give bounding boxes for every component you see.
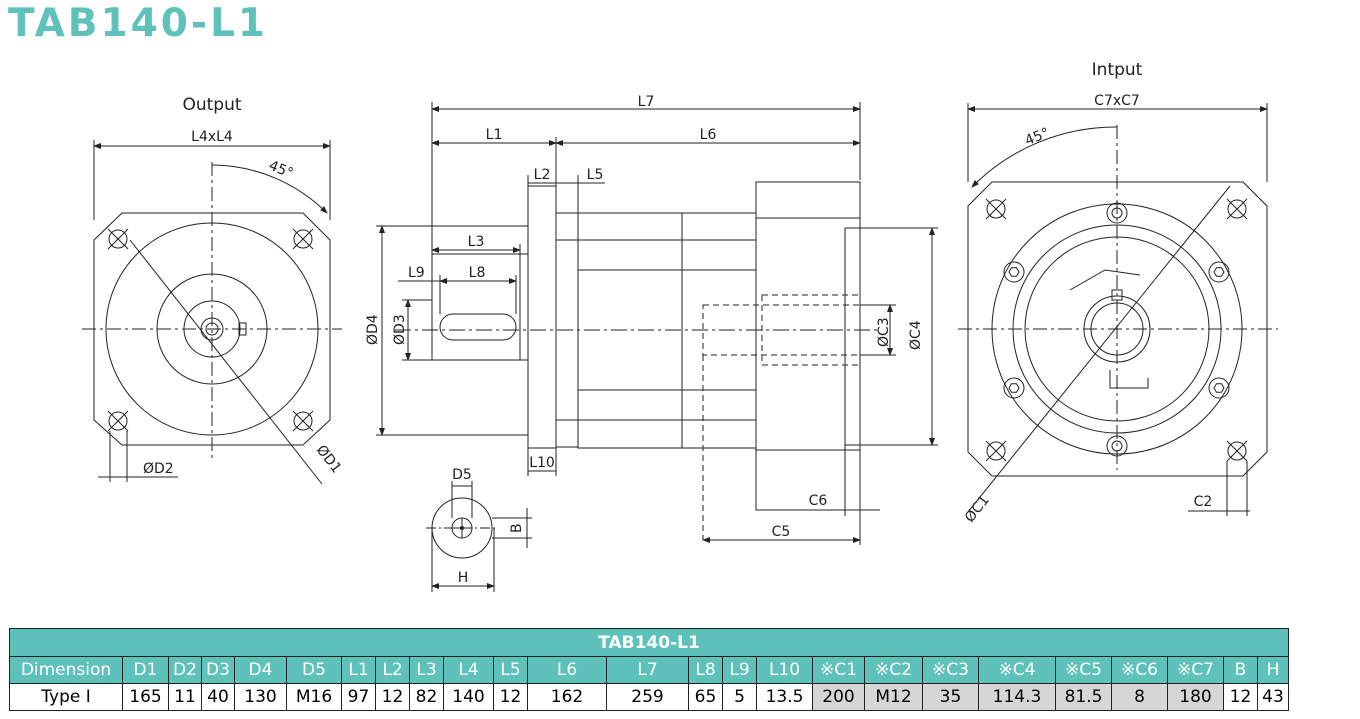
- table-header-cell: D5: [286, 656, 342, 684]
- table-header-cell: D4: [234, 656, 287, 684]
- table-header-cell: ※C2: [864, 656, 923, 684]
- table-cell: 82: [409, 683, 444, 711]
- table-header-cell: ※C1: [812, 656, 865, 684]
- table-header-cell: ※C4: [978, 656, 1056, 684]
- table-cell: M16: [286, 683, 342, 711]
- table-header-cell: L10: [756, 656, 813, 684]
- technical-drawing: Output L4xL4 45° ØD1 ØD2: [82, 60, 1278, 592]
- table-cell: M12: [864, 683, 923, 711]
- table-cell: 35: [922, 683, 979, 711]
- dim-l7: L7: [638, 94, 655, 110]
- dim-l2: L2: [534, 167, 551, 183]
- table-cell: 130: [234, 683, 287, 711]
- dim-c4: ØC4: [908, 320, 924, 350]
- output-label: Output: [182, 95, 241, 115]
- table-header-cell: D3: [201, 656, 235, 684]
- dim-l5: L5: [587, 167, 604, 183]
- table-cell: 40: [201, 683, 235, 711]
- dim-l10: L10: [529, 455, 555, 471]
- dim-d1: ØD1: [313, 442, 345, 476]
- table-cell: 11: [168, 683, 202, 711]
- table-header-cell: L3: [409, 656, 444, 684]
- table-header-cell: ※C6: [1111, 656, 1168, 684]
- table-header-cell: Dimension: [9, 656, 123, 684]
- table-header-cell: L7: [606, 656, 689, 684]
- table-header-cell: D1: [122, 656, 169, 684]
- dim-l9: L9: [408, 265, 425, 281]
- table-cell: Type I: [9, 683, 123, 711]
- table-header-cell: L1: [341, 656, 376, 684]
- table-title: TAB140-L1: [9, 628, 1289, 657]
- dim-d2: ØD2: [143, 461, 174, 477]
- table-header-cell: L5: [493, 656, 528, 684]
- dim-c2: C2: [1194, 494, 1213, 510]
- dim-b: B: [509, 523, 525, 533]
- table-header-cell: H: [1257, 656, 1289, 684]
- table-cell: 200: [812, 683, 865, 711]
- table-cell: 12: [375, 683, 410, 711]
- dim-d3: ØD3: [392, 314, 408, 345]
- side-view: L7 L1 L6 L2 L5: [365, 94, 938, 545]
- table-cell: 43: [1257, 683, 1289, 711]
- input-label: Intput: [1092, 60, 1143, 80]
- dim-c5: C5: [772, 524, 791, 540]
- table-cell: 13.5: [756, 683, 813, 711]
- table-cell: 162: [527, 683, 607, 711]
- dim-angle-output: 45°: [266, 158, 295, 182]
- table-cell: 259: [606, 683, 689, 711]
- output-view: Output L4xL4 45° ØD1 ØD2: [82, 95, 345, 485]
- table-header-cell: L9: [722, 656, 757, 684]
- table-header-cell: L8: [688, 656, 723, 684]
- table-header-cell: ※C5: [1055, 656, 1112, 684]
- table-header-cell: B: [1223, 656, 1258, 684]
- table-cell: 180: [1167, 683, 1224, 711]
- dim-l4xl4: L4xL4: [191, 129, 233, 145]
- dim-c1: ØC1: [962, 492, 993, 525]
- dim-l6: L6: [700, 127, 717, 143]
- dim-d4: ØD4: [365, 314, 381, 345]
- dim-l3: L3: [468, 234, 485, 250]
- dim-l1: L1: [486, 127, 503, 143]
- table-cell: 5: [722, 683, 757, 711]
- page-title: TAB140-L1: [8, 1, 269, 46]
- output-mounting-holes: [107, 228, 314, 432]
- input-mounting-holes: [985, 198, 1248, 462]
- table-cell: 165: [122, 683, 169, 711]
- table-header-cell: L2: [375, 656, 410, 684]
- table-header-cell: L4: [443, 656, 494, 684]
- table-header-cell: ※C7: [1167, 656, 1224, 684]
- table-header-cell: L6: [527, 656, 607, 684]
- shaft-end-view: D5 B H: [426, 467, 532, 592]
- dim-c7xc7: C7xC7: [1094, 93, 1140, 109]
- dim-d5: D5: [452, 467, 472, 483]
- input-view: Intput C7xC7: [958, 60, 1278, 526]
- table-cell: 12: [493, 683, 528, 711]
- table-cell: 12: [1223, 683, 1258, 711]
- table-cell: 8: [1111, 683, 1168, 711]
- table-header-cell: ※C3: [922, 656, 979, 684]
- dim-h: H: [458, 570, 469, 586]
- dim-l8: L8: [469, 265, 486, 281]
- table-cell: 65: [688, 683, 723, 711]
- table-cell: 81.5: [1055, 683, 1112, 711]
- dim-c6: C6: [809, 493, 828, 509]
- table-cell: 140: [443, 683, 494, 711]
- dim-angle-input: 45°: [1023, 125, 1052, 149]
- dim-c3: ØC3: [876, 317, 892, 347]
- table-header-cell: D2: [168, 656, 202, 684]
- table-cell: 97: [341, 683, 376, 711]
- table-cell: 114.3: [978, 683, 1056, 711]
